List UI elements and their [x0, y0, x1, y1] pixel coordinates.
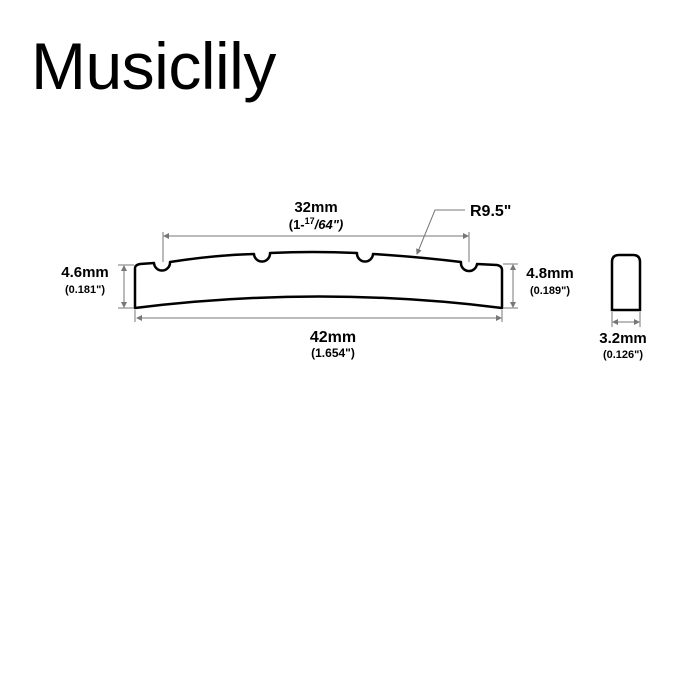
slot-spacing-dimension	[162, 232, 470, 262]
slot-spacing-imperial: (1-17/64")	[289, 216, 343, 232]
length-metric: 42mm	[310, 329, 356, 346]
brand-logo-text: Musiclily	[31, 29, 276, 103]
right-height-metric: 4.8mm	[526, 265, 574, 282]
thickness-metric: 3.2mm	[599, 330, 647, 347]
left-height-imperial: (0.181")	[65, 284, 105, 296]
left-height-metric: 4.6mm	[61, 264, 109, 281]
radius-label: R9.5"	[470, 203, 511, 220]
right-height-imperial: (0.189")	[530, 285, 570, 297]
nut-side-outline	[610, 253, 642, 312]
nut-front-outline	[133, 250, 504, 310]
length-imperial: (1.654")	[311, 346, 355, 360]
radius-leader	[416, 209, 465, 255]
slot-spacing-metric: 32mm	[294, 199, 337, 216]
thickness-imperial: (0.126")	[603, 349, 643, 361]
